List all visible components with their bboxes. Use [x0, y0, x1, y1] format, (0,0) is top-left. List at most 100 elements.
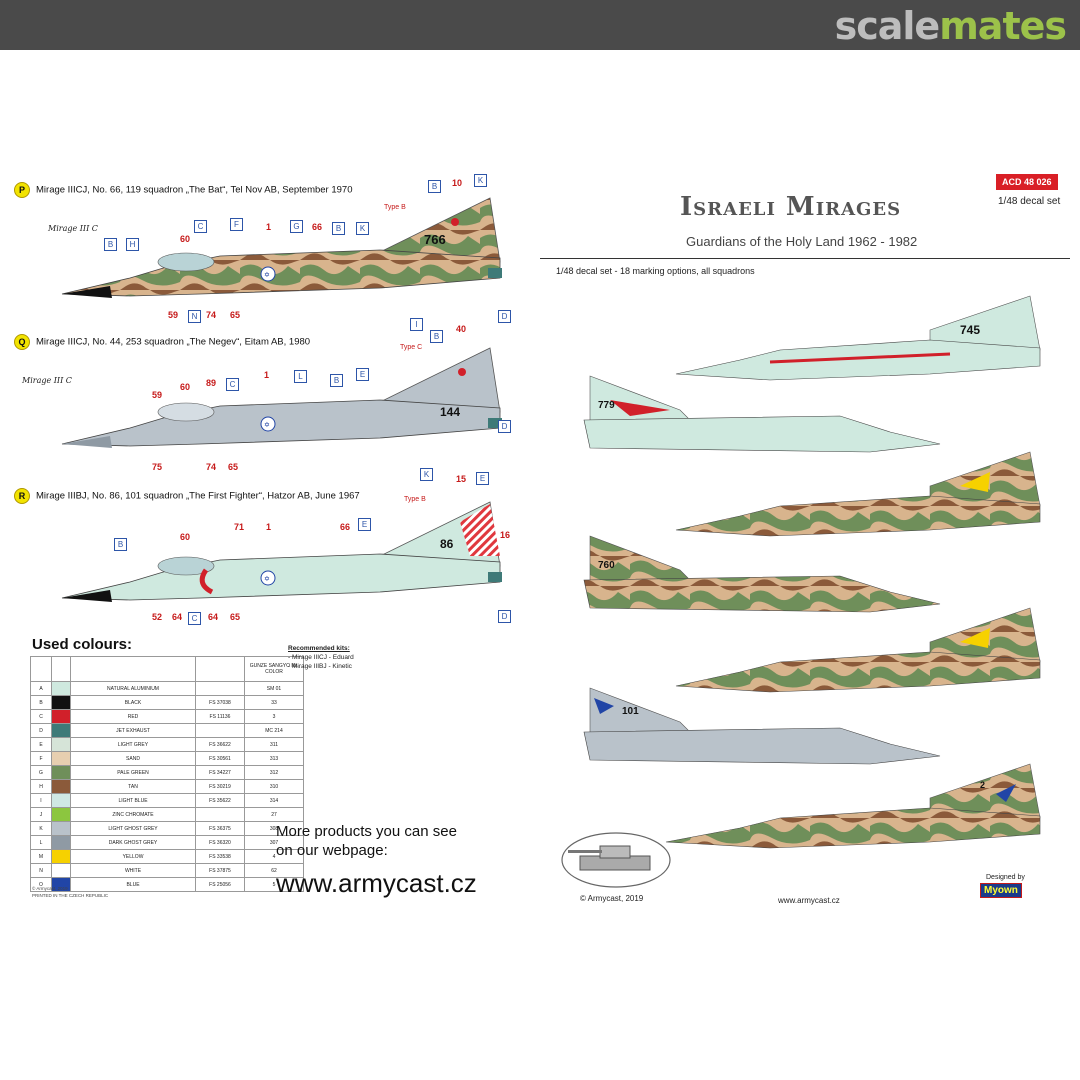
callout-q-box-b1: B [430, 330, 443, 343]
colour-name: SAND [70, 751, 196, 766]
callout-r-box-d: D [498, 610, 511, 623]
colour-name: LIGHT GHOST GREY [70, 821, 196, 836]
callout-r-65: 65 [230, 612, 241, 622]
designer-logo: Myown [980, 883, 1022, 898]
right-aircraft-4: 760 [583, 535, 941, 613]
callout-q-89: 89 [206, 378, 217, 388]
colours-header-row: GUNZE SANGYO Mr. COLOR [30, 656, 304, 682]
colour-gunze-code: 313 [244, 751, 304, 766]
right-aircraft-1: 745 [675, 295, 1041, 381]
colour-swatch [51, 751, 71, 766]
colour-code: G [30, 765, 52, 780]
callout-r-64b: 64 [208, 612, 219, 622]
svg-text:✡: ✡ [264, 575, 270, 583]
callout-p-box-b2: B [332, 222, 345, 235]
aircraft-q-tail-number: 144 [440, 405, 460, 419]
colour-fs-number [195, 681, 245, 696]
colour-swatch [51, 779, 71, 794]
recommended-kits: Recommended kits: - Mirage IIICJ - Eduar… [288, 644, 354, 671]
callout-p-59: 59 [168, 310, 179, 320]
used-colours-table: GUNZE SANGYO Mr. COLOR A NATURAL ALUMINIU… [30, 656, 304, 892]
colour-code: E [30, 737, 52, 752]
colour-swatch [51, 835, 71, 850]
callout-q-box-e: E [356, 368, 369, 381]
colour-fs-number: FS 36320 [195, 835, 245, 850]
colour-code: M [30, 849, 52, 864]
colour-name: ZINC CHROMATE [70, 807, 196, 822]
website-url[interactable]: www.armycast.cz [276, 868, 477, 898]
callout-q-1: 1 [264, 370, 270, 380]
option-r-text: Mirage IIIBJ, No. 86, 101 squadron „The … [36, 490, 360, 502]
callout-p-box-k2: K [356, 222, 369, 235]
right-aircraft-4-tail: 760 [598, 560, 615, 571]
svg-text:✡: ✡ [264, 421, 270, 429]
callout-p-box-f: F [230, 218, 243, 231]
colour-fs-number: FS 36622 [195, 737, 245, 752]
colour-gunze-code: 310 [244, 779, 304, 794]
callout-p-box-k1: K [474, 174, 487, 187]
colour-code: F [30, 751, 52, 766]
colour-swatch [51, 765, 71, 780]
callout-q-59: 59 [152, 390, 163, 400]
left-profiles-artwork: ✡ 766 ✡ 144 ✡ 86 [61, 197, 502, 602]
callout-p-66: 66 [312, 222, 323, 232]
right-aircraft-5 [675, 607, 1041, 693]
option-q-marker: Q [14, 334, 30, 350]
right-aircraft-7-tail: 2 [980, 780, 985, 790]
sheet-title: Israeli Mirages [680, 192, 902, 222]
option-p-decal-label: Mirage III C [48, 224, 98, 233]
colour-fs-number [195, 807, 245, 822]
aircraft-p: ✡ 766 [61, 197, 502, 298]
colour-gunze-code: 5 [244, 877, 304, 892]
colour-fs-number: FS 11136 [195, 709, 245, 724]
callout-p-box-i: I [410, 318, 423, 331]
armycast-logo [561, 832, 671, 888]
colour-code: L [30, 835, 52, 850]
site-header-bar: scalemates [0, 0, 1080, 50]
option-r-marker: R [14, 488, 30, 504]
callout-r-15: 15 [456, 474, 467, 484]
callout-p-65: 65 [230, 310, 241, 320]
colour-code: K [30, 821, 52, 836]
option-q-decal-label: Mirage III C [22, 376, 72, 385]
right-aircraft-1-tail: 745 [960, 323, 980, 337]
callout-r-66: 66 [340, 522, 351, 532]
more-products-text: More products you can see on our webpage… [276, 822, 457, 860]
callout-q-75: 75 [152, 462, 163, 472]
colour-name: NATURAL ALUMINIUM [70, 681, 196, 696]
type-label-r: Type B [404, 496, 426, 503]
colour-name: BLACK [70, 695, 196, 710]
logo-text-part1: scale [834, 4, 941, 48]
callout-r-71: 71 [234, 522, 245, 532]
callout-p-box-c: C [194, 220, 207, 233]
colour-swatch [51, 877, 71, 892]
callout-r-1: 1 [266, 522, 272, 532]
svg-text:✡: ✡ [264, 271, 270, 279]
footer-copyright: © Armycast, 2019 [580, 894, 644, 903]
colour-name: RED [70, 709, 196, 724]
colour-gunze-code: MC 214 [244, 723, 304, 738]
right-aircraft-3 [675, 451, 1041, 537]
footer-url[interactable]: www.armycast.cz [778, 896, 840, 905]
logo-text-part2: mates [939, 4, 1067, 48]
colour-code: A [30, 681, 52, 696]
colour-swatch [51, 793, 71, 808]
colour-fs-number: FS 33538 [195, 849, 245, 864]
recommended-kit-item: - Mirage IIICJ - Eduard [288, 654, 354, 661]
scalemates-logo[interactable]: scalemates [834, 4, 1067, 48]
more-products-line1: More products you can see [276, 823, 457, 840]
callout-p-10: 10 [452, 178, 463, 188]
callout-r-52: 52 [152, 612, 163, 622]
colour-gunze-code: 33 [244, 695, 304, 710]
colour-gunze-code: SM 01 [244, 681, 304, 696]
